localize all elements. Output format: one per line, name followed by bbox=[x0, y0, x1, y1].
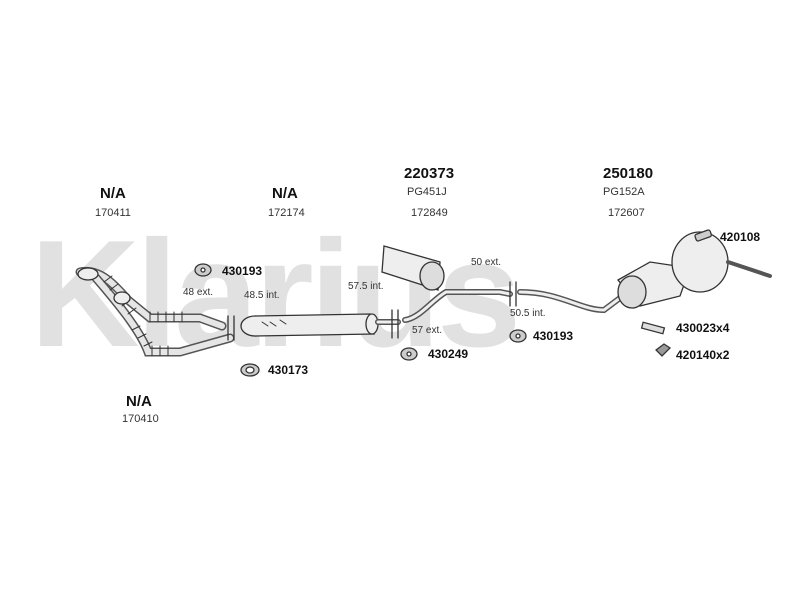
bracket-icon-430023 bbox=[640, 321, 666, 335]
section-code-1: 170411 bbox=[95, 207, 131, 219]
section-title-2: N/A bbox=[272, 185, 298, 202]
part-number: 430193 bbox=[222, 264, 263, 278]
part-number: 430173 bbox=[268, 363, 309, 377]
dimension-note: 50.5 int. bbox=[510, 308, 546, 319]
dimension-note: 50 ext. bbox=[471, 257, 502, 268]
dimension-note: 48 ext. bbox=[183, 287, 214, 298]
gasket-icon-430173 bbox=[240, 363, 260, 377]
hanger-icon-430249 bbox=[400, 347, 418, 361]
section-title-5: N/A bbox=[126, 393, 152, 410]
dimension-note: 57 ext. bbox=[412, 325, 443, 336]
hanger-icon-430193b bbox=[509, 329, 527, 343]
part-number: 420108 bbox=[720, 230, 761, 244]
section-code-5: 170410 bbox=[122, 413, 159, 425]
section-code-4: 172607 bbox=[608, 207, 645, 219]
part-number: 420140x2 bbox=[676, 348, 730, 362]
dimension-note: 57.5 int. bbox=[348, 281, 384, 292]
section-sub-3: PG451J bbox=[407, 186, 447, 198]
centre-silencer bbox=[240, 313, 379, 337]
section-code-2: 172174 bbox=[268, 207, 305, 219]
intermediate-silencer bbox=[381, 245, 445, 291]
part-number: 430193 bbox=[533, 329, 574, 343]
rear-silencer bbox=[616, 231, 772, 309]
section-code-3: 172849 bbox=[411, 207, 448, 219]
section-title-1: N/A bbox=[100, 185, 126, 202]
clamp-icon-420140 bbox=[655, 343, 672, 357]
hanger-icon-430193a bbox=[194, 263, 212, 277]
front-flange bbox=[77, 267, 99, 281]
section-title-3: 220373 bbox=[404, 165, 455, 182]
section-sub-4: PG152A bbox=[603, 186, 645, 198]
section-title-4: 250180 bbox=[603, 165, 654, 182]
clamp-icon-420108 bbox=[694, 229, 712, 242]
dimension-note: 48.5 int. bbox=[244, 290, 280, 301]
part-number: 430249 bbox=[428, 347, 469, 361]
part-number: 430023x4 bbox=[676, 321, 730, 335]
